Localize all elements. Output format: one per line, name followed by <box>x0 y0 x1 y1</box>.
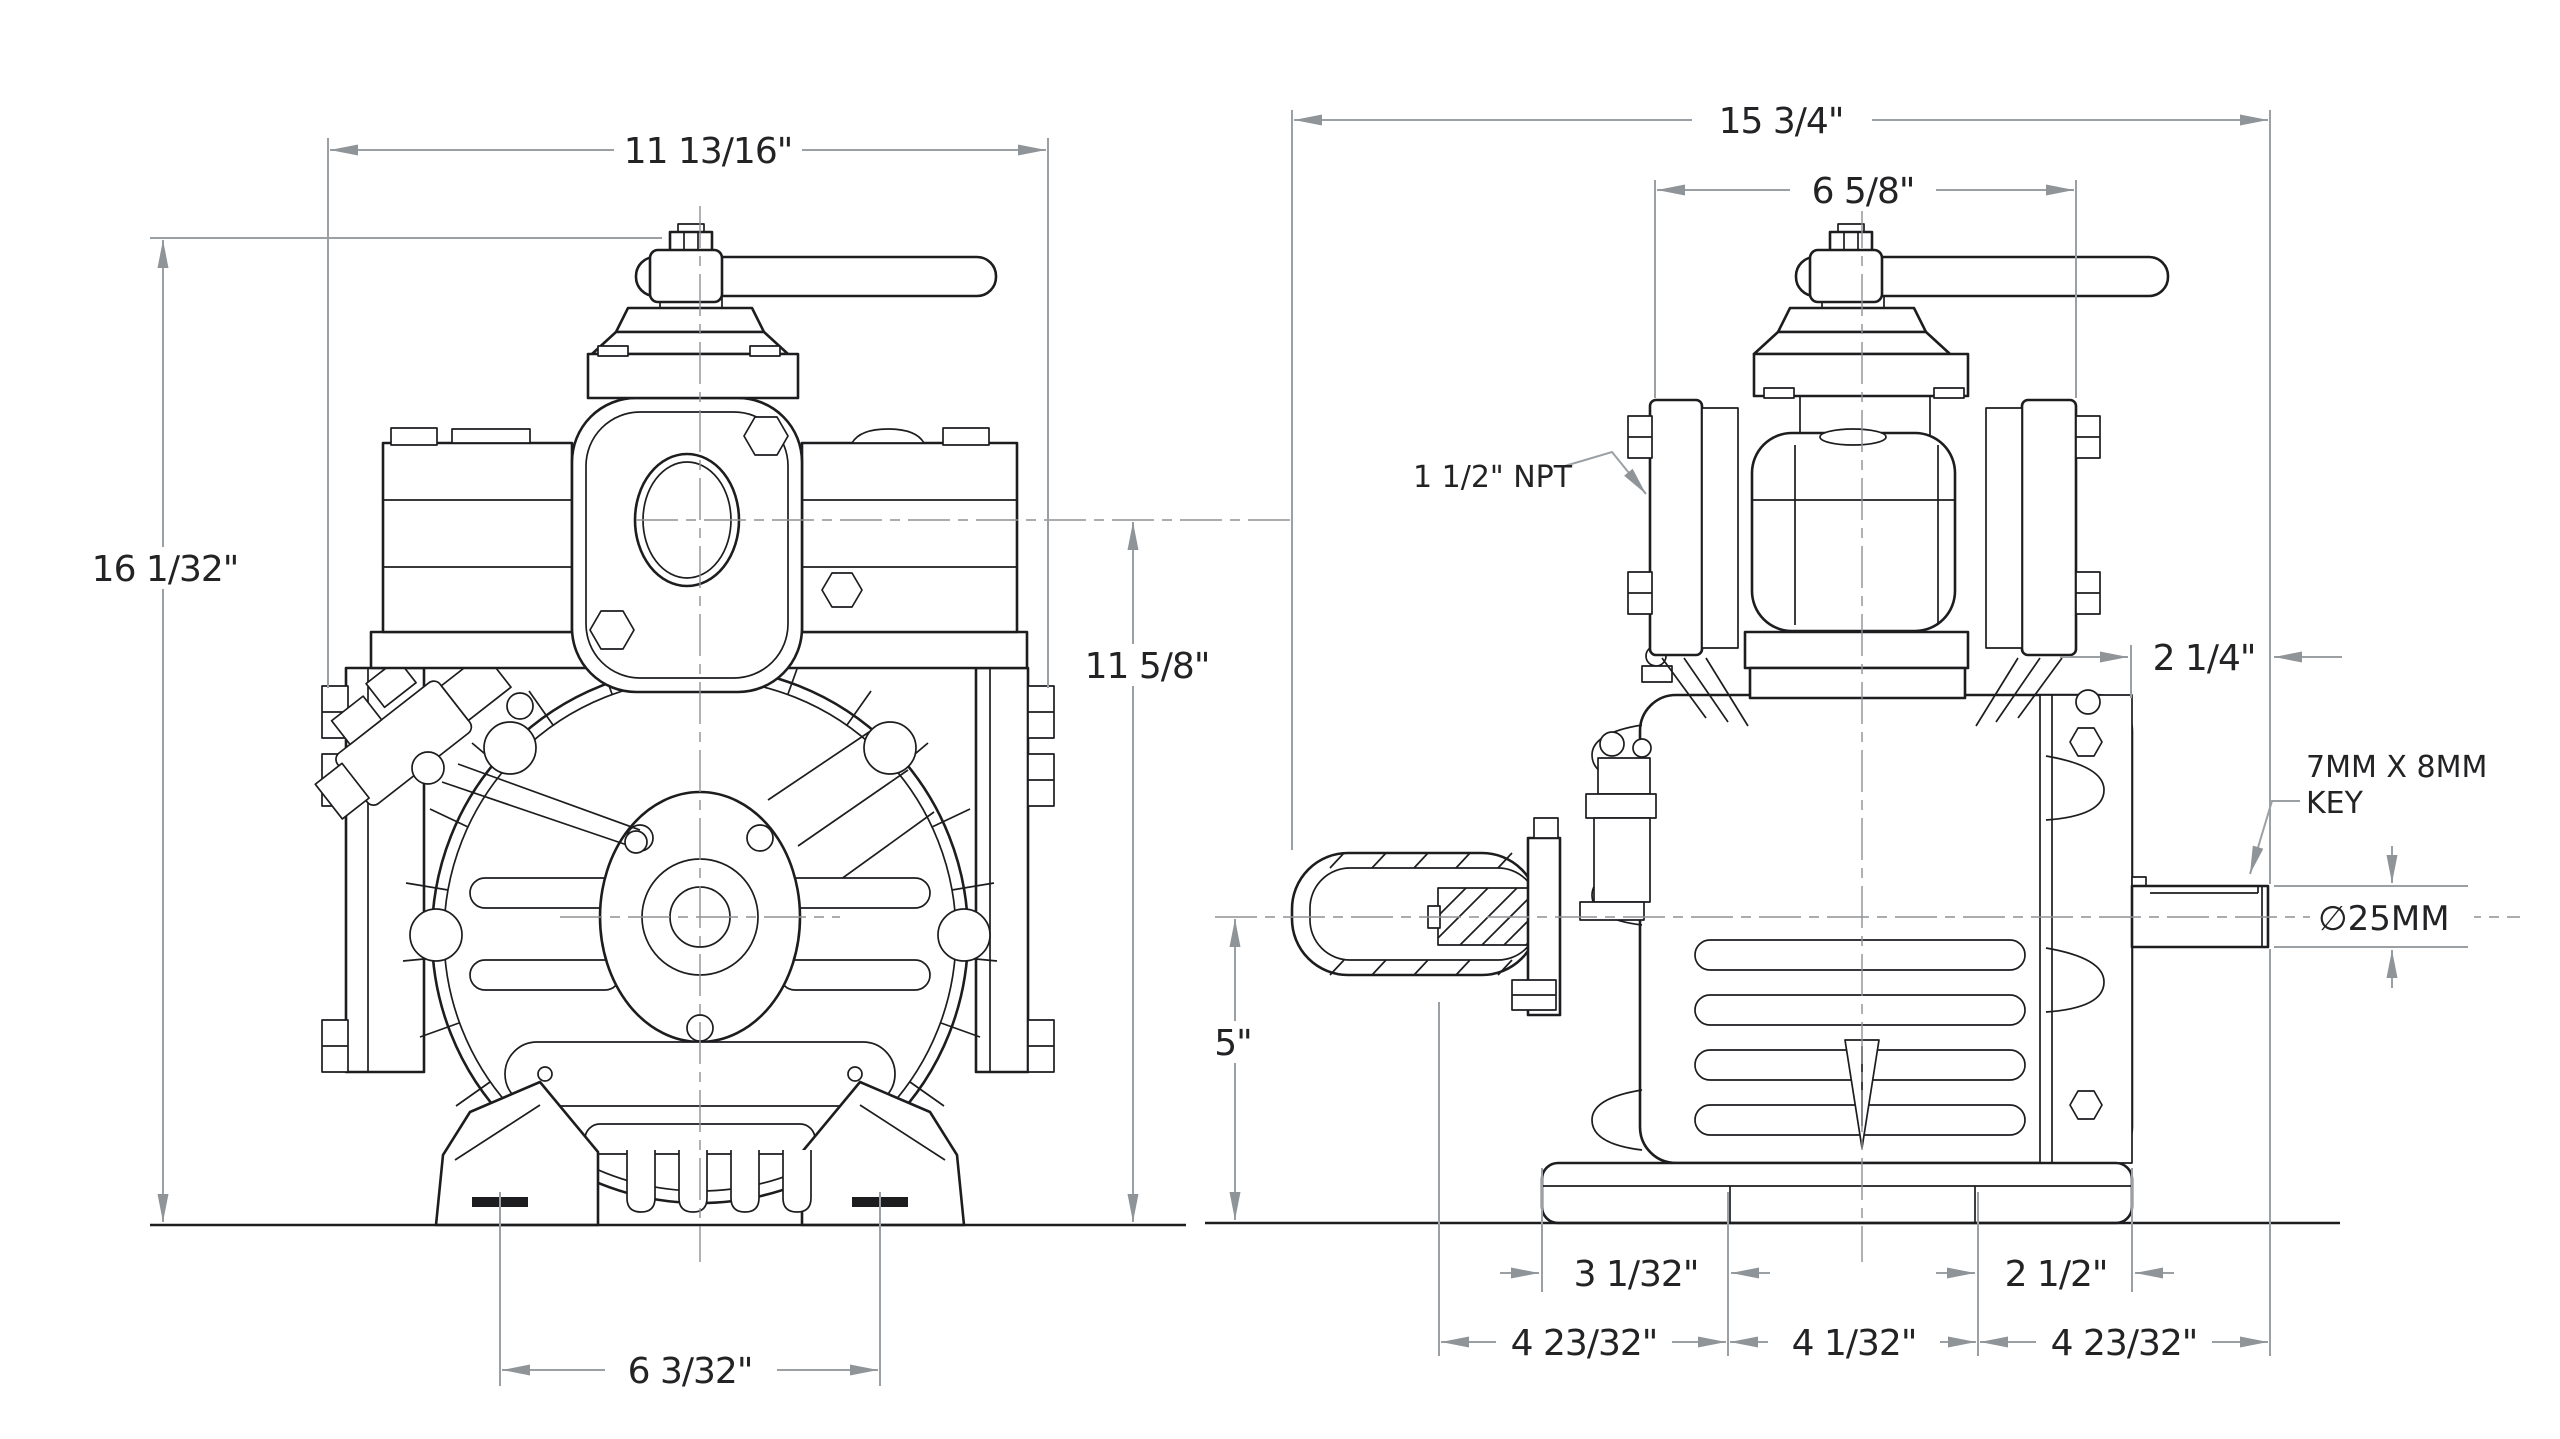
side-valve-handle <box>1794 223 2170 304</box>
lifting-knob <box>2075 689 2101 715</box>
shaft-diameter-label: ∅25MM <box>2318 899 2450 939</box>
front-view <box>150 223 1186 1227</box>
bottom-extension-lines <box>1438 1002 2133 1356</box>
dim-side-slot-to-shaft-end: 4 23/32" <box>1980 1321 2268 1364</box>
dim-label: 2 1/4" <box>2153 638 2256 679</box>
pto-sleeve <box>1290 817 1562 1017</box>
front-valve-bonnet <box>586 295 800 400</box>
base-ribs <box>626 1150 812 1213</box>
hex-bolt-icon <box>2069 727 2103 757</box>
front-cover-plate <box>570 396 804 694</box>
dim-label: 6 3/32" <box>628 1351 753 1392</box>
dim-front-overall-width: 11 13/16" <box>327 129 1049 688</box>
dim-label: 6 5/8" <box>1812 171 1915 212</box>
dim-label: 11 13/16" <box>624 131 793 172</box>
face-slots <box>469 877 931 991</box>
dim-side-base-edge-to-slot: 3 1/32" <box>1500 1252 1770 1295</box>
key-word-label: KEY <box>2306 786 2364 821</box>
dim-label: 4 23/32" <box>1511 1323 1658 1364</box>
handle-bar <box>634 255 998 298</box>
dim-label: 16 1/32" <box>92 549 239 590</box>
dim-side-shaft-center-height: 5" <box>1200 919 1270 1220</box>
hex-bolt-icon <box>2069 1090 2103 1120</box>
dimensions: 11 13/16" 16 1/32" 11 5/8" 6 3/32" <box>80 99 2510 1392</box>
dim-front-overall-height: 16 1/32" <box>80 237 662 1222</box>
side-valve-bonnet <box>1752 295 1970 399</box>
dim-label: 2 1/2" <box>2005 1254 2108 1295</box>
elbow-ribs <box>1661 657 2063 727</box>
dim-side-slot-to-base-edge: 2 1/2" <box>1936 1252 2174 1295</box>
port-label: 1 1/2" NPT <box>1413 460 1573 495</box>
centerlines <box>560 206 2520 1262</box>
oil-plug <box>451 428 531 444</box>
handle-hub <box>1808 248 1884 304</box>
section-hatch <box>1329 852 1513 976</box>
dim-side-slot-spacing: 4 1/32" <box>1730 1321 1976 1364</box>
hex-bolt-icon <box>821 572 863 608</box>
npt-port-label: 1 1/2" NPT <box>1405 450 1647 495</box>
hex-bolt-icon <box>589 610 635 650</box>
dim-label: 11 5/8" <box>1085 646 1210 687</box>
key-size-label: 7MM X 8MM <box>2306 750 2487 785</box>
side-pump-body <box>1579 645 2134 1165</box>
key-label: 7MM X 8MM KEY <box>2249 748 2510 875</box>
valve-body-panel <box>1750 428 1957 633</box>
dim-side-shaft-extension: 2 1/4" <box>2060 636 2342 698</box>
dim-label: 15 3/4" <box>1719 101 1844 142</box>
dim-side-overall-length: 15 3/4" <box>1291 99 2271 1356</box>
dim-label: 3 1/32" <box>1574 1254 1699 1295</box>
side-base <box>1205 1161 2340 1225</box>
filler-dome <box>851 428 925 444</box>
port-flange-right <box>1985 398 2101 657</box>
hex-bolt-icon <box>743 416 789 456</box>
output-shaft <box>2130 876 2270 949</box>
mount-flange <box>1511 817 1562 1017</box>
side-view <box>1205 223 2340 1225</box>
dim-label: 4 23/32" <box>2051 1323 2198 1364</box>
dim-side-front-end-to-slot: 4 23/32" <box>1441 1321 1726 1364</box>
dim-label: 5" <box>1214 1023 1251 1064</box>
front-valve-handle <box>634 223 998 304</box>
port-flange-left <box>1627 398 1739 657</box>
dim-side-port-flange-span: 6 5/8" <box>1654 169 2077 398</box>
dim-front-port-center-height: 11 5/8" <box>1072 522 1222 1222</box>
dim-front-foot-slot-spacing: 6 3/32" <box>499 1192 881 1392</box>
side-valve-assembly <box>1627 223 2170 727</box>
check-valve-parts <box>1579 731 1657 921</box>
dim-shaft-diameter: ∅25MM <box>2274 846 2474 988</box>
dim-label: 4 1/32" <box>1792 1323 1917 1364</box>
handle-hub <box>648 248 724 304</box>
